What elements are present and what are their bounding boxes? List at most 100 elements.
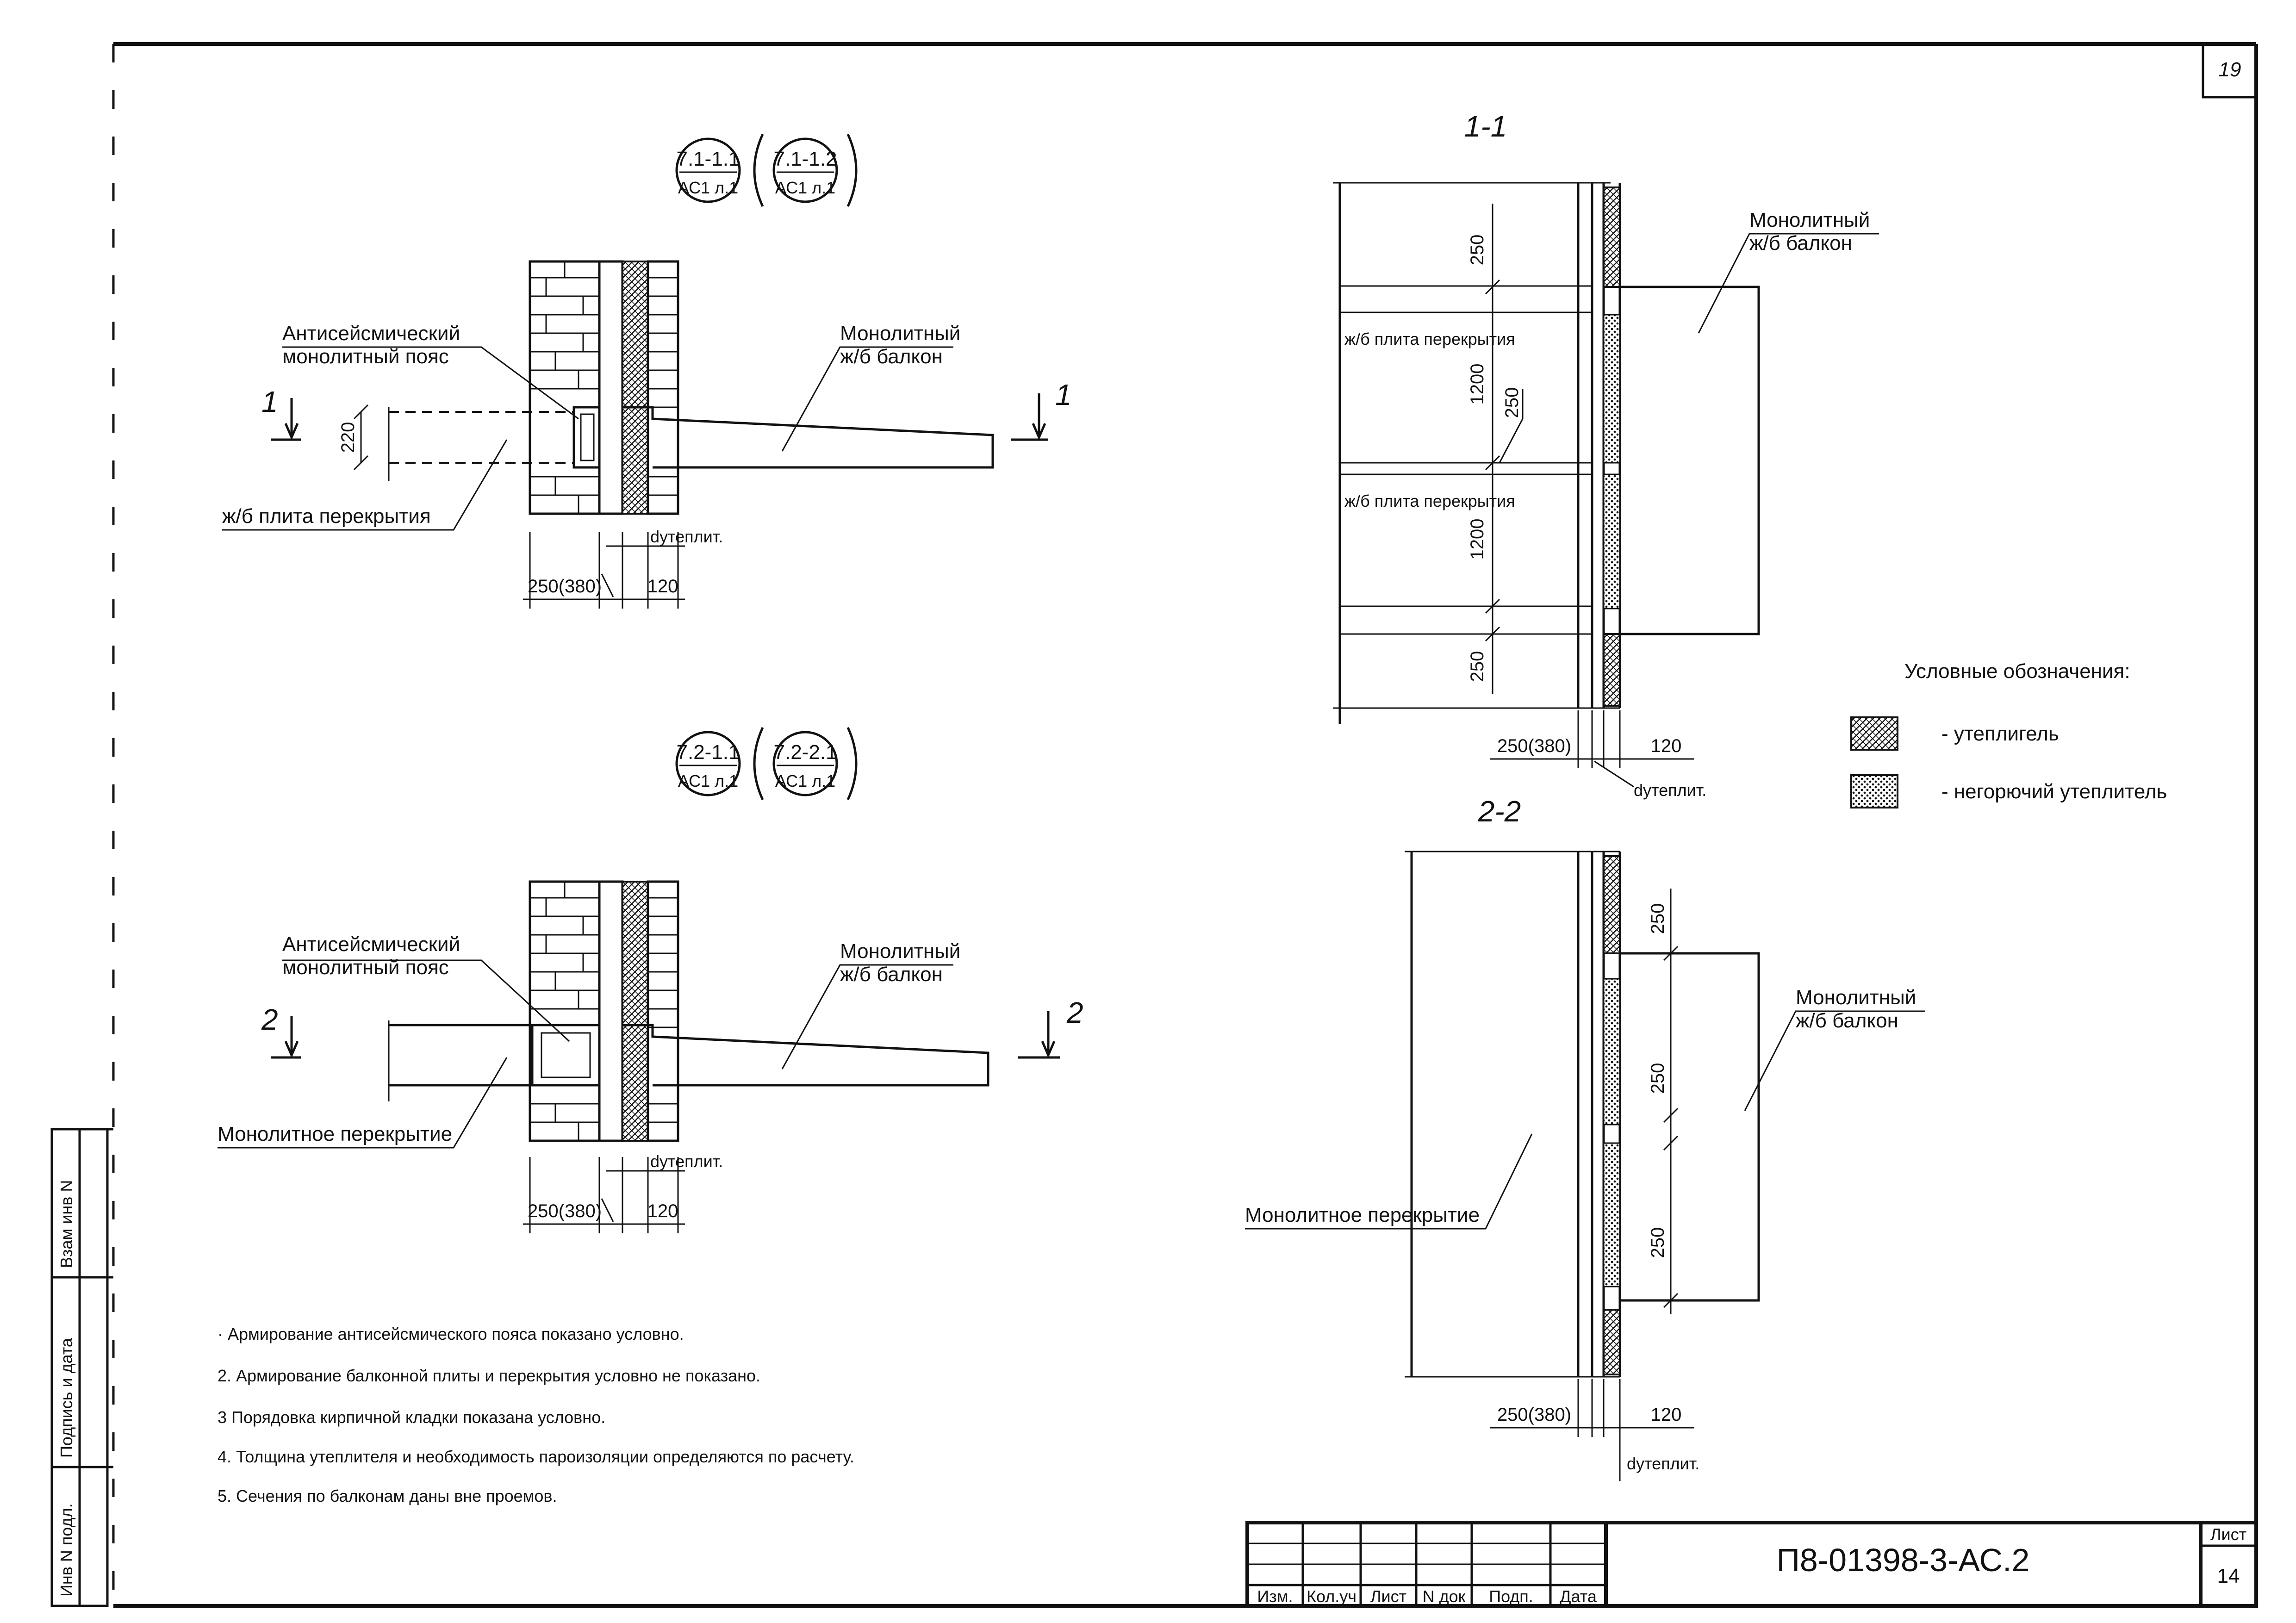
callout-bottom-right-sheet: АС1 л.1 bbox=[775, 771, 835, 790]
balcony-slab-top bbox=[622, 406, 994, 469]
sec1-slab-label-a: ж/б плита перекрытия bbox=[1344, 330, 1515, 348]
floor-slab-top bbox=[388, 407, 574, 481]
sec2-slab-label: Монолитное перекрытие bbox=[1245, 1204, 1480, 1226]
brick-wall-top bbox=[529, 260, 679, 515]
sec1-slab-label-b: ж/б плита перекрытия bbox=[1344, 491, 1515, 510]
title-block bbox=[1245, 1521, 2258, 1608]
sec1-balcony-line2: ж/б балкон bbox=[1749, 232, 1852, 255]
sec2-dim-250-mid: 250 bbox=[1648, 1063, 1668, 1094]
stamp-inv-orig: Инв N подл. bbox=[57, 1503, 76, 1597]
callout-bottom-left-sheet: АС1 л.1 bbox=[678, 771, 738, 790]
tb-header-izm: Изм. bbox=[1257, 1587, 1293, 1606]
section-1-title: 1-1 bbox=[1464, 110, 1507, 143]
dim-wall-bottom: 250(380) bbox=[528, 1201, 602, 1221]
dims-top bbox=[353, 404, 685, 609]
floor-slab-bottom bbox=[388, 1020, 532, 1101]
label-balcony-bottom-line1: Монолитный bbox=[840, 940, 960, 963]
sec2-slab-leader bbox=[1245, 1133, 1533, 1230]
leader-balcony-top bbox=[781, 346, 953, 452]
leader-belt-top bbox=[282, 346, 579, 420]
callout-top-left-sheet: АС1 л.1 bbox=[678, 178, 738, 197]
label-slab-top: ж/б плита перекрытия bbox=[222, 505, 431, 528]
legend-swatch-fireproof bbox=[1850, 774, 1898, 808]
leader-balcony-bottom bbox=[781, 964, 953, 1070]
callout-bottom-right bbox=[753, 727, 858, 801]
detail-bottom: 7.2-1.1 АС1 л.1 7.2-2.1 АС1 л.1 bbox=[218, 727, 1083, 1233]
dim-insul-label-top: dутеплит. bbox=[650, 527, 723, 546]
label-slab-bottom: Монолитное перекрытие bbox=[218, 1123, 452, 1145]
label-balcony-bottom-line2: ж/б балкон bbox=[840, 963, 943, 986]
brick-wall-bottom bbox=[529, 880, 679, 1142]
sec1-balcony-line1: Монолитный bbox=[1749, 209, 1870, 231]
balcony-slab-bottom bbox=[622, 1024, 989, 1087]
note-4: 4. Толщина утеплителя и необходимость па… bbox=[218, 1447, 854, 1466]
tb-header-list: Лист bbox=[1370, 1587, 1406, 1606]
note-3: 3 Порядовка кирпичной кладки показана ус… bbox=[218, 1408, 605, 1427]
cut-mark-left-2: 2 bbox=[261, 1003, 278, 1036]
sec1-dim-insul-label: dутеплит. bbox=[1634, 781, 1706, 800]
cut-mark-left-1: 1 bbox=[261, 385, 278, 418]
dim-insul-bottom: 120 bbox=[647, 1201, 678, 1221]
cut-arrow-left-2 bbox=[284, 1016, 299, 1058]
sec1-dim-250-top: 250 bbox=[1467, 235, 1487, 266]
stamp-sign-date: Подпись и дата bbox=[57, 1337, 76, 1458]
callout-bottom-left bbox=[675, 731, 741, 796]
stamp-replace-inv: Взам инв N bbox=[57, 1180, 76, 1268]
callout-top-left bbox=[675, 137, 741, 203]
sec1-balcony-leader bbox=[1698, 233, 1879, 334]
label-belt-top-line2: монолитный пояс bbox=[282, 345, 449, 368]
sec2-dim-insul-label: dутеплит. bbox=[1627, 1454, 1699, 1473]
callout-bottom-right-ref: 7.2-2.1 bbox=[774, 741, 837, 764]
label-balcony-top-line1: Монолитный bbox=[840, 322, 960, 345]
section-2-2: 2-2 bbox=[1405, 795, 1760, 1481]
sec2-dim-insul: 120 bbox=[1651, 1405, 1682, 1425]
sec1-dim-250-bottom: 250 bbox=[1467, 651, 1487, 682]
label-belt-bottom-line1: Антисейсмический bbox=[282, 933, 460, 956]
dim-insul-label-bottom: dутеплит. bbox=[650, 1152, 723, 1171]
tb-header-koluch: Кол.уч bbox=[1307, 1587, 1356, 1606]
section-2-title: 2-2 bbox=[1478, 795, 1521, 828]
cut-arrow-left-1 bbox=[284, 398, 299, 441]
sec1-dim-1200-b: 1200 bbox=[1467, 519, 1487, 560]
sec2-balcony-line1: Монолитный bbox=[1796, 986, 1916, 1009]
tb-header-ndok: N док bbox=[1423, 1587, 1466, 1606]
dim-wall-top: 250(380) bbox=[528, 576, 602, 597]
leader-slab-bottom bbox=[218, 1057, 508, 1149]
note-2: 2. Армирование балконной плиты и перекры… bbox=[218, 1366, 760, 1385]
cut-arrow-right-1 bbox=[1032, 393, 1046, 441]
leader-belt-bottom bbox=[282, 959, 570, 1042]
legend-item-insulation: - утеплигель bbox=[1941, 722, 2059, 745]
sec1-dim-250-mid: 250 bbox=[1502, 387, 1522, 418]
label-belt-top-line1: Антисейсмический bbox=[282, 322, 460, 345]
cut-mark-right-1: 1 bbox=[1055, 378, 1072, 411]
sec1-dim-wall: 250(380) bbox=[1497, 736, 1571, 756]
cut-mark-right-2: 2 bbox=[1066, 996, 1083, 1029]
cut-arrow-right-2 bbox=[1041, 1011, 1056, 1058]
note-1: · Армирование антисейсмического пояса по… bbox=[218, 1325, 684, 1343]
sec1-dim-insul: 120 bbox=[1651, 736, 1682, 756]
leader-slab-top bbox=[222, 439, 508, 531]
callout-top-right-ref: 7.1-1.2 bbox=[774, 148, 837, 170]
dim-insul-top: 120 bbox=[647, 576, 678, 597]
sec2-balcony-line2: ж/б балкон bbox=[1796, 1009, 1898, 1032]
corner-number: 19 bbox=[2219, 58, 2241, 81]
sec2-balcony-leader bbox=[1744, 1010, 1925, 1111]
tb-header-data: Дата bbox=[1560, 1587, 1597, 1606]
document-code: П8-01398-3-АС.2 bbox=[1777, 1542, 2030, 1578]
tb-header-podp: Подп. bbox=[1489, 1587, 1533, 1606]
sheet-label: Лист bbox=[2210, 1525, 2246, 1544]
label-balcony-top-line2: ж/б балкон bbox=[840, 345, 943, 368]
callout-bottom-left-ref: 7.2-1.1 bbox=[677, 741, 740, 764]
sheet-frame bbox=[112, 42, 2258, 1608]
legend-title: Условные обозначения: bbox=[1904, 660, 2130, 683]
dim-height-top: 220 bbox=[338, 422, 358, 453]
sheet-number: 14 bbox=[2217, 1565, 2240, 1587]
sec1-dim-1200-a: 1200 bbox=[1467, 364, 1487, 405]
sec2-dim-250-bottom: 250 bbox=[1648, 1227, 1668, 1258]
callout-top-right bbox=[753, 133, 858, 207]
section-1-1: 1-1 bbox=[1333, 110, 1760, 788]
detail-top: 7.1-1.1 АС1 л.1 7.1-1.2 АС1 л.1 bbox=[222, 133, 1072, 609]
legend-swatch-insulation bbox=[1850, 716, 1898, 751]
label-belt-bottom-line2: монолитный пояс bbox=[282, 956, 449, 979]
